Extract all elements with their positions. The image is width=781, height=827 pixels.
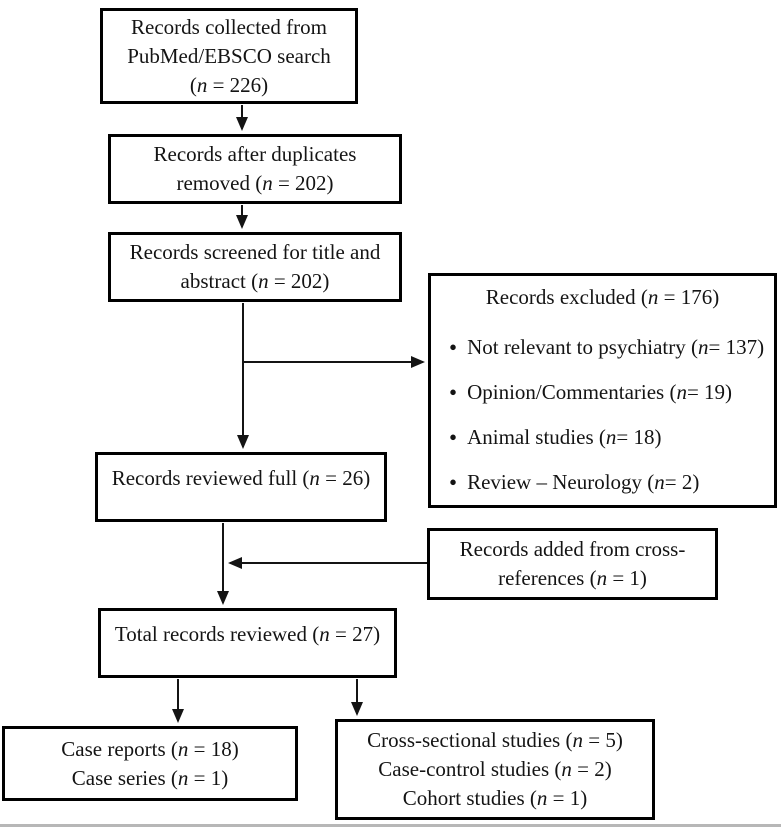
box-total-reviewed: Total records reviewed (n = 27) — [98, 608, 397, 678]
box-records-screened: Records screened for title and abstract (… — [108, 232, 402, 302]
text-line: Total records reviewed (n = 27) — [114, 622, 381, 646]
text-line: Opinion/Commentaries (n = 19) — [449, 370, 774, 415]
text-line: Case reports (n = 18) — [61, 736, 239, 761]
text-line: PubMed/EBSCO search — [127, 43, 331, 68]
text-line: Cross-sectional studies (n = 5) — [367, 728, 623, 752]
text-line: Records reviewed full (n = 26) — [111, 466, 371, 490]
bottom-edge-rule — [0, 824, 781, 827]
box-reviewed-full: Records reviewed full (n = 26) — [95, 452, 387, 522]
text-line: Not relevant to psychiatry (n = 137) — [449, 325, 774, 370]
text-line: (n = 226) — [189, 72, 269, 97]
text-line: Records collected from — [131, 14, 327, 39]
box-case-reports: Case reports (n = 18) Case series (n = 1) — [2, 726, 298, 801]
excluded-bullet-list: Not relevant to psychiatry (n = 137)Opin… — [431, 325, 774, 505]
box-study-types: Cross-sectional studies (n = 5) Case-cont… — [335, 719, 655, 820]
excluded-header: Records excluded (n = 176) — [485, 285, 720, 309]
text-line: Records added from cross- — [459, 537, 686, 561]
text-line: references (n = 1) — [498, 566, 647, 590]
text-line: Records screened for title and — [129, 240, 381, 264]
text-line: Animal studies (n = 18) — [449, 415, 774, 460]
box-records-excluded: Records excluded (n = 176) Not relevant … — [428, 273, 777, 508]
text-line: abstract (n = 202) — [180, 269, 330, 293]
text-line: Records after duplicates — [153, 142, 357, 166]
text-line: Case-control studies (n = 2) — [378, 757, 612, 781]
text-line: Cohort studies (n = 1) — [402, 786, 588, 810]
box-duplicates-removed: Records after duplicates removed (n = 202… — [108, 134, 402, 204]
box-cross-references: Records added from cross-references (n =… — [427, 528, 718, 600]
text-line: Review – Neurology (n = 2) — [449, 460, 774, 505]
text-line: removed (n = 202) — [176, 171, 334, 195]
text-line: Case series (n = 1) — [71, 765, 229, 790]
